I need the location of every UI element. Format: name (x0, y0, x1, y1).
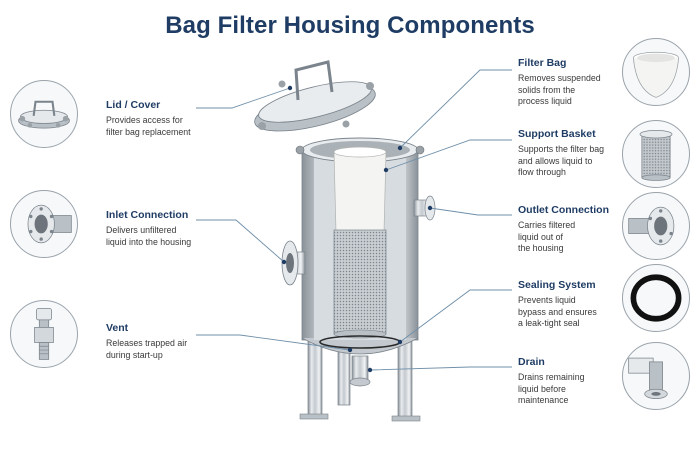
basket-description: Supports the filter bag and allows liqui… (518, 144, 638, 179)
callout-lid: Lid / Cover Provides access for filter b… (106, 99, 226, 138)
support-basket (334, 230, 386, 334)
outlet-title: Outlet Connection (518, 204, 638, 217)
inlet-description: Delivers unfiltered liquid into the hous… (106, 225, 226, 248)
vent-description: Releases trapped air during start-up (106, 338, 226, 361)
callout-outlet: Outlet Connection Carries filtered liqui… (518, 204, 638, 255)
filter-bag (334, 152, 386, 238)
bag-description: Removes suspended solids from the proces… (518, 73, 638, 108)
callout-drain: Drain Drains remaining liquid before mai… (518, 356, 638, 407)
seal-description: Prevents liquid bypass and ensures a lea… (518, 295, 638, 330)
callout-vent: Vent Releases trapped air during start-u… (106, 322, 226, 361)
drain-outlet (350, 356, 370, 386)
callout-bag: Filter Bag Removes suspended solids from… (518, 57, 638, 108)
housing-lid (250, 62, 379, 140)
bag-title: Filter Bag (518, 57, 638, 70)
basket-title: Support Basket (518, 128, 638, 141)
lid-title: Lid / Cover (106, 99, 226, 112)
callout-seal: Sealing System Prevents liquid bypass an… (518, 279, 638, 330)
outlet-description: Carries filtered liquid out of the housi… (518, 220, 638, 255)
lid-description: Provides access for filter bag replaceme… (106, 115, 226, 138)
seal-title: Sealing System (518, 279, 638, 292)
drain-description: Drains remaining liquid before maintenan… (518, 372, 638, 407)
callout-inlet: Inlet Connection Delivers unfiltered liq… (106, 209, 226, 248)
inlet-title: Inlet Connection (106, 209, 226, 222)
vent-title: Vent (106, 322, 226, 335)
drain-title: Drain (518, 356, 638, 369)
callout-basket: Support Basket Supports the filter bag a… (518, 128, 638, 179)
